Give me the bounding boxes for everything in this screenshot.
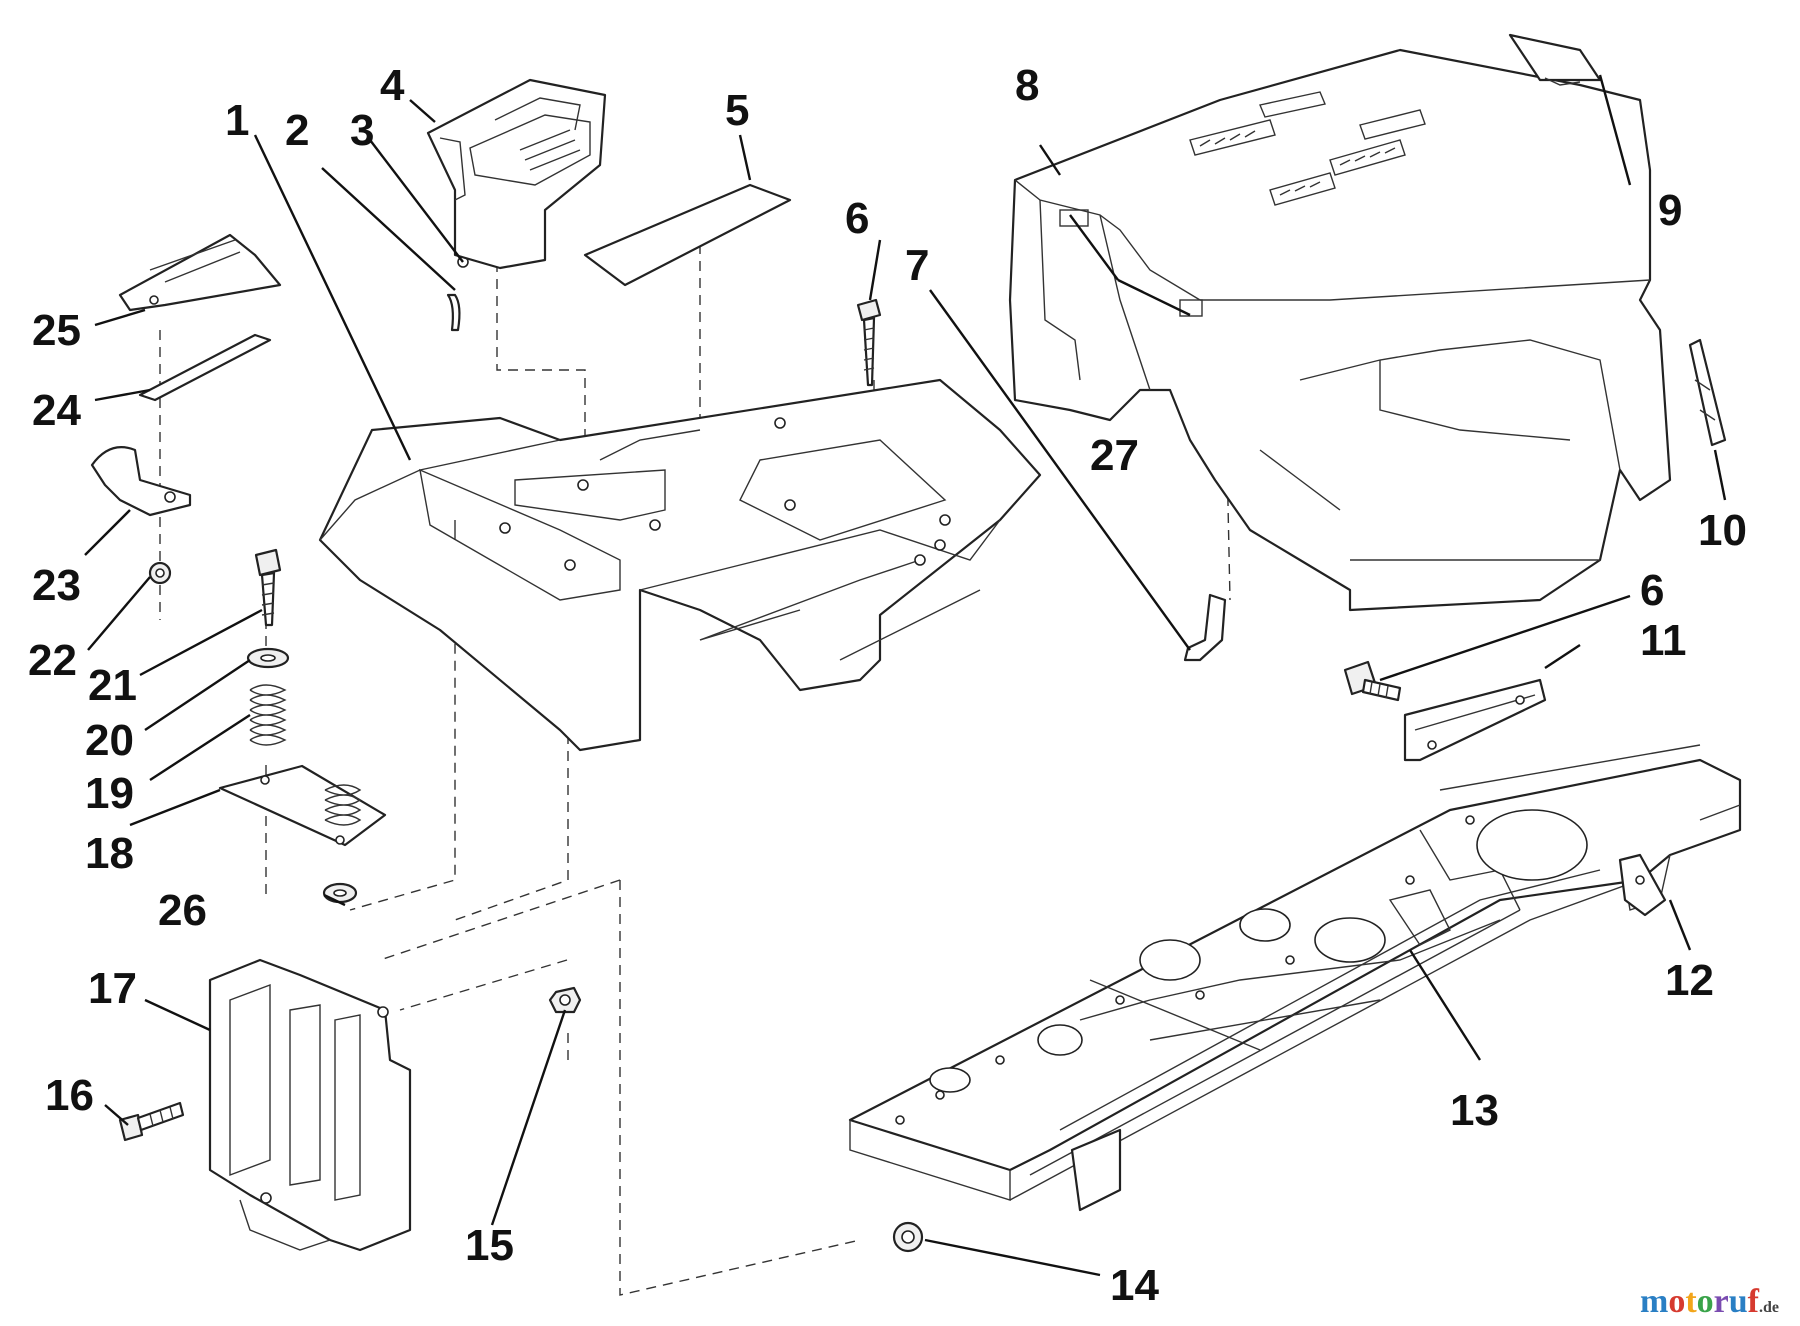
spring-right [324,784,362,826]
callout-19: 19 [85,769,134,818]
side-panel [208,958,412,1252]
callout-14: 14 [1110,1261,1159,1310]
side-bolt [118,1101,185,1142]
callout-labels: 1 2 3 4 5 6 7 8 9 10 11 12 13 14 15 16 1… [28,61,1747,1310]
hood-vent-grille [1189,91,1426,206]
dash-panel [318,378,1042,752]
callout-4: 4 [380,61,405,110]
bolt-lower [1343,660,1402,702]
callout-22: 22 [28,636,77,685]
callout-25: 25 [32,306,81,355]
flat-bracket [138,333,272,402]
hood-bracket [1183,593,1227,662]
spring [249,684,287,746]
callout-1: 1 [225,96,249,145]
callout-6a: 6 [845,194,869,243]
callout-2: 2 [285,106,309,155]
front-bracket [1618,853,1667,917]
callout-16: 16 [45,1071,94,1120]
frame-front-bracket [1070,1128,1122,1212]
small-cover [118,233,282,312]
callout-26: 26 [158,886,207,935]
callout-15: 15 [465,1221,514,1270]
hood [1008,48,1672,612]
callout-10: 10 [1698,506,1747,555]
callout-18: 18 [85,829,134,878]
callout-5: 5 [725,86,749,135]
callout-9: 9 [1658,186,1682,235]
callout-8: 8 [1015,61,1039,110]
callout-11: 11 [1640,616,1687,665]
callout-24: 24 [32,386,81,435]
decal-part [583,183,792,287]
pipe-clamp [90,446,192,517]
cup-holder-tray [426,78,607,270]
mounting-plate [1403,678,1547,762]
grommet-part [446,293,461,332]
callout-20: 20 [85,716,134,765]
hood-decal-right [1508,33,1602,86]
callout-3: 3 [350,106,374,155]
leader-lines [84,74,1727,1277]
spring-plate [218,764,387,847]
bolt-upper [856,298,882,387]
callout-17: 17 [88,964,137,1013]
panel-nut [548,986,582,1014]
watermark: motoruf.de [1640,1283,1779,1320]
tractor-frame [848,744,1742,1212]
spring-bolt [254,548,282,627]
callout-27: 27 [1090,431,1139,480]
callout-13: 13 [1450,1086,1499,1135]
callout-7: 7 [905,241,929,290]
callout-21: 21 [88,661,137,710]
callout-23: 23 [32,561,81,610]
washer-upper [246,647,290,669]
frame-nut [892,1221,924,1253]
callout-6b: 6 [1640,566,1664,615]
callout-12: 12 [1665,956,1714,1005]
side-decal [1688,338,1727,447]
washer-lower [322,882,358,904]
small-nut [148,561,172,585]
